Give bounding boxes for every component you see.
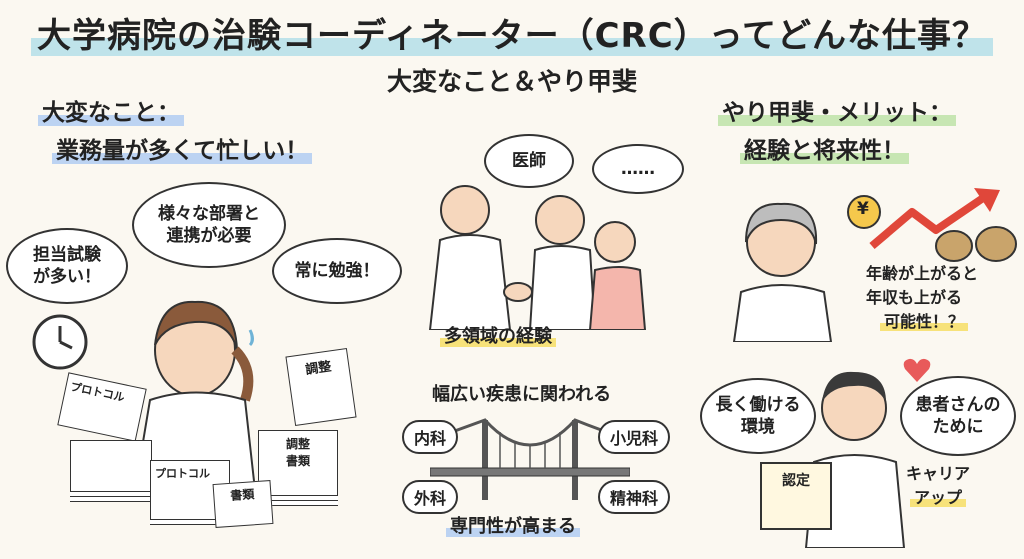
yen-symbol: ¥ xyxy=(857,199,869,219)
bubble-for-patients: 患者さんのために xyxy=(900,376,1016,456)
page-title: 大学病院の治験コーディネーター（CRC）ってどんな仕事？ xyxy=(0,8,1024,57)
yen-coin-icon xyxy=(847,195,881,229)
label-diseases: 幅広い疾患に関われる xyxy=(432,384,612,405)
handshake-illustration xyxy=(428,185,647,330)
income-text: 年齢が上がると 年収も上がる 可能性！？ xyxy=(866,264,979,331)
page-subtitle: 大変なこと＆やり甲斐 xyxy=(386,67,637,96)
paper-stack-right: 調整書類 xyxy=(258,430,338,496)
dept-psychiatry: 精神科 xyxy=(598,480,671,514)
right-heading-1: やり甲斐・メリット： xyxy=(718,96,956,130)
money-bag-icon xyxy=(935,226,1017,262)
dept-internal: 内科 xyxy=(402,420,459,454)
bridge-icon xyxy=(430,418,630,500)
handshake-icon xyxy=(503,282,533,302)
left-heading-2: 業務量が多くて忙しい！ xyxy=(52,134,313,168)
label-expertise: 専門性が高まる xyxy=(446,512,580,538)
paper-docs: 書類 xyxy=(212,480,274,528)
bubble-many-trials: 担当試験が多い！ xyxy=(6,228,128,304)
paper-adjust: 調整 xyxy=(285,348,357,426)
bubble-departments: 様々な部署と連携が必要 xyxy=(132,182,286,268)
clock-icon xyxy=(32,314,88,370)
dept-surgery: 外科 xyxy=(402,480,459,514)
career-text: キャリア アップ xyxy=(906,464,971,507)
certificate-icon: 認定 xyxy=(760,462,832,530)
bubble-always-study: 常に勉強！ xyxy=(272,238,402,304)
bubble-doctor: 医師 xyxy=(484,134,574,188)
bubble-long-work: 長く働ける環境 xyxy=(700,378,816,454)
up-arrow-icon xyxy=(869,188,1000,250)
senior-crc-illustration xyxy=(732,202,833,342)
paper-stack-left xyxy=(70,440,152,492)
heart-icon xyxy=(903,358,931,382)
right-heading-2: 経験と将来性！ xyxy=(740,134,909,168)
bubble-dots: …… xyxy=(592,144,684,194)
label-experience: 多領域の経験 xyxy=(440,322,556,348)
left-heading-1: 大変なこと： xyxy=(38,96,184,130)
dept-pediatrics: 小児科 xyxy=(598,420,671,454)
